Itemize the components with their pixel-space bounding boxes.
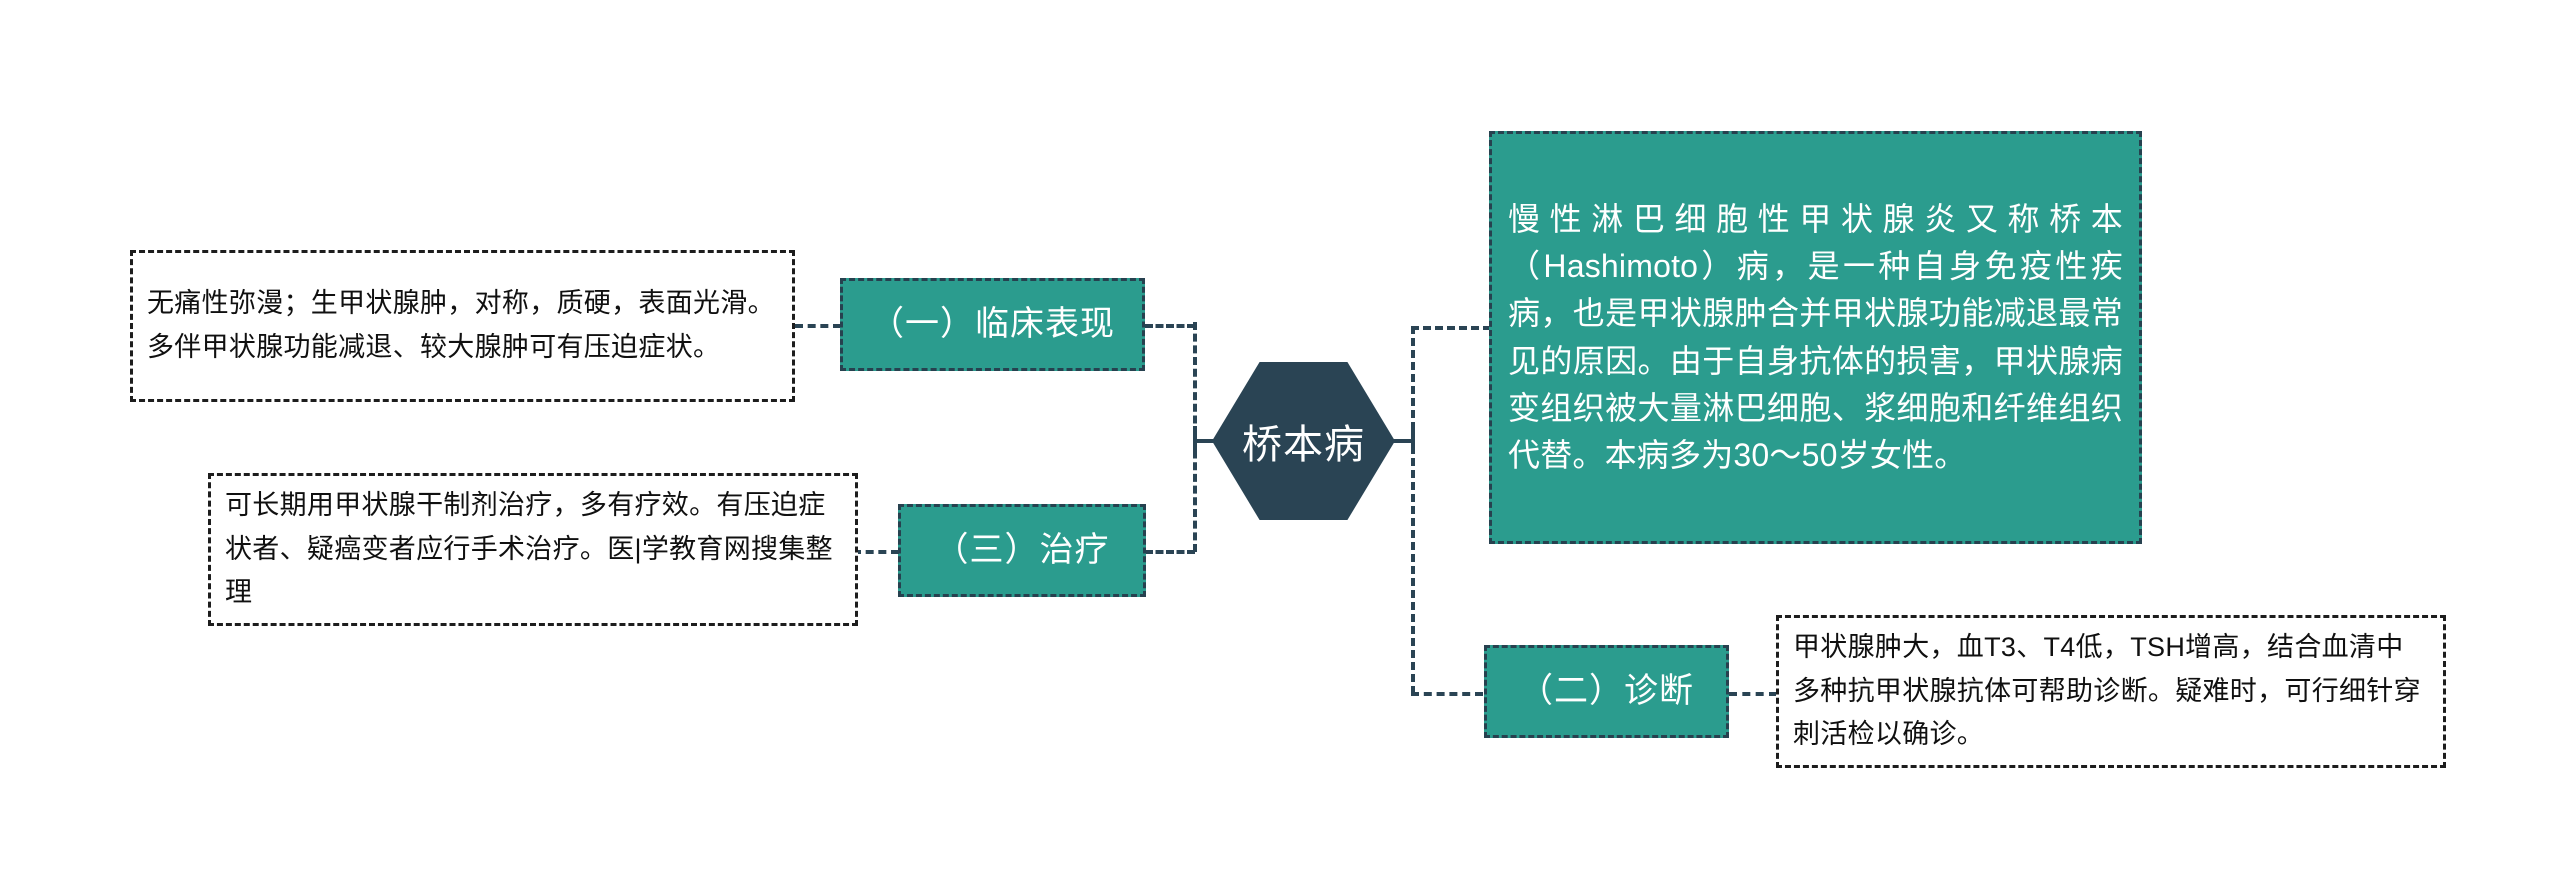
connector-diagnosis-to-bus bbox=[1411, 692, 1483, 696]
center-node-hashimoto[interactable]: 桥本病 bbox=[1212, 362, 1395, 520]
connector-diagnosis-detail bbox=[1729, 692, 1777, 696]
node-diagnosis[interactable]: （二）诊断 bbox=[1484, 645, 1729, 738]
connector-right-vertical-bus bbox=[1411, 326, 1415, 694]
connector-left-stub-cap bbox=[1193, 426, 1197, 454]
connector-treatment-to-bus bbox=[1145, 550, 1195, 554]
node-label-clinical: （一）临床表现 bbox=[870, 305, 1115, 344]
node-clinical-manifestation[interactable]: （一）临床表现 bbox=[840, 278, 1145, 371]
main-description-text: 慢性淋巴细胞性甲状腺炎又称桥本（Hashimoto）病，是一种自身免疫性疾病，也… bbox=[1508, 201, 2123, 473]
center-node-label: 桥本病 bbox=[1242, 423, 1365, 467]
connector-treatment-detail bbox=[853, 550, 899, 554]
connector-left-stub bbox=[1193, 439, 1223, 443]
detail-box-clinical[interactable]: 无痛性弥漫；生甲状腺肿，对称，质硬，表面光滑。多伴甲状腺功能减退、较大腺肿可有压… bbox=[130, 250, 795, 402]
connector-main-description bbox=[1411, 326, 1491, 330]
detail-text-clinical: 无痛性弥漫；生甲状腺肿，对称，质硬，表面光滑。多伴甲状腺功能减退、较大腺肿可有压… bbox=[147, 288, 775, 362]
connector-clinical-to-bus bbox=[1145, 324, 1195, 328]
node-label-diagnosis: （二）诊断 bbox=[1519, 672, 1694, 711]
node-label-treatment: （三）治疗 bbox=[934, 531, 1110, 570]
detail-box-treatment[interactable]: 可长期用甲状腺干制剂治疗，多有疗效。有压迫症状者、疑癌变者应行手术治疗。医|学教… bbox=[208, 473, 858, 626]
detail-text-treatment: 可长期用甲状腺干制剂治疗，多有疗效。有压迫症状者、疑癌变者应行手术治疗。医|学教… bbox=[225, 489, 833, 608]
detail-box-diagnosis[interactable]: 甲状腺肿大，血T3、T4低，TSH增高，结合血清中多种抗甲状腺抗体可帮助诊断。疑… bbox=[1776, 615, 2446, 768]
connector-right-stub bbox=[1385, 439, 1415, 443]
main-description-box[interactable]: 慢性淋巴细胞性甲状腺炎又称桥本（Hashimoto）病，是一种自身免疫性疾病，也… bbox=[1489, 131, 2142, 544]
detail-text-diagnosis: 甲状腺肿大，血T3、T4低，TSH增高，结合血清中多种抗甲状腺抗体可帮助诊断。疑… bbox=[1793, 631, 2421, 750]
connector-clinical-detail bbox=[795, 324, 841, 328]
node-treatment[interactable]: （三）治疗 bbox=[898, 504, 1146, 597]
